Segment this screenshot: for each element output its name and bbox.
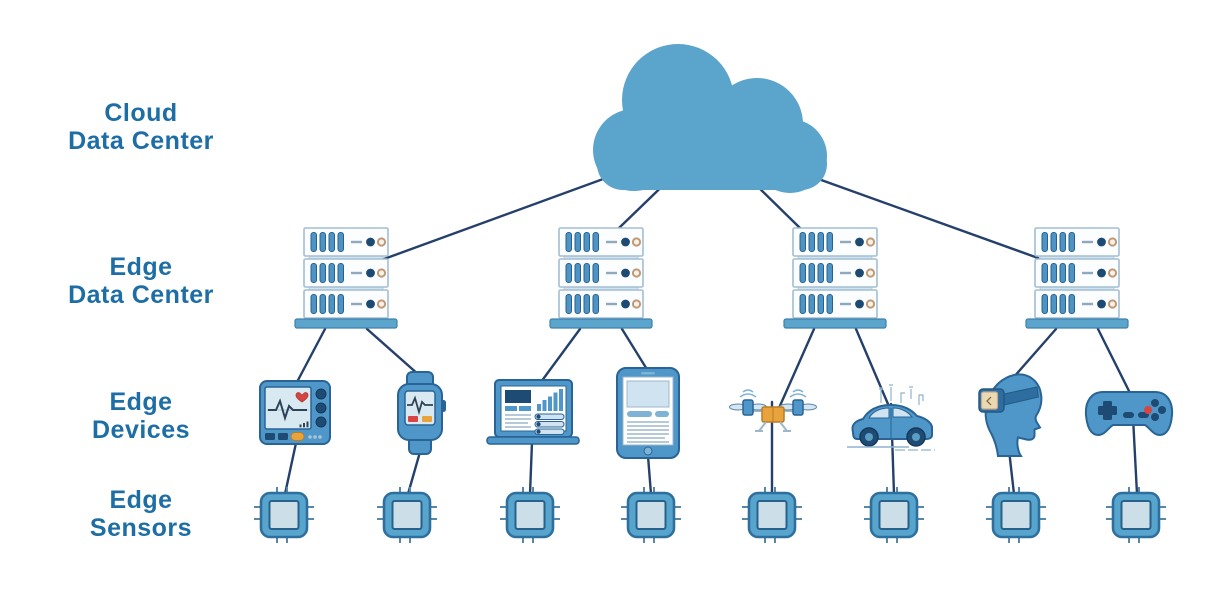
label-line: Data Center [68,127,214,155]
connector-line [620,327,650,373]
connector-line [528,440,534,496]
vr-headset-icon [978,373,1043,457]
connector-line [295,327,327,384]
laptop-icon [486,379,580,445]
chip-sensor-icon [619,485,683,545]
label-line: Sensors [89,514,193,542]
chip-sensor-icon [862,485,926,545]
patient-monitor-icon [259,380,331,445]
game-controller-icon [1084,391,1174,437]
server-rack-icon [550,228,652,328]
label-line: Devices [91,416,191,444]
chip-sensor-icon [740,485,804,545]
label-edge-data-center: Edge Data Center [0,253,282,309]
tablet-icon [616,367,680,459]
connected-car-icon [847,384,935,451]
connector-line [365,327,421,377]
label-cloud-data-center: Cloud Data Center [0,99,282,155]
connector-line [283,441,298,496]
connector-line [646,454,653,496]
chip-sensor-icon [375,485,439,545]
server-rack-icon [1026,228,1128,328]
connector-line [1007,448,1016,496]
chip-sensor-icon [1104,485,1168,545]
cloud-icon [593,44,827,193]
drone-icon [729,389,817,432]
label-line: Cloud [104,99,178,127]
label-line: Edge [109,253,173,281]
connector-line [854,327,890,406]
smartwatch-icon [397,371,446,455]
label-line: Data Center [68,281,214,309]
connector-line [1011,327,1058,380]
label-line: Edge [109,388,173,416]
server-rack-icon [295,228,397,328]
connector-line [539,327,582,384]
label-line: Edge [109,486,173,514]
label-edge-devices: Edge Devices [0,388,282,444]
label-edge-sensors: Edge Sensors [0,486,282,542]
server-rack-icon [784,228,886,328]
chip-sensor-icon [984,485,1048,545]
connector-line [773,327,816,419]
chip-sensor-icon [498,485,562,545]
connector-line [1096,327,1132,395]
